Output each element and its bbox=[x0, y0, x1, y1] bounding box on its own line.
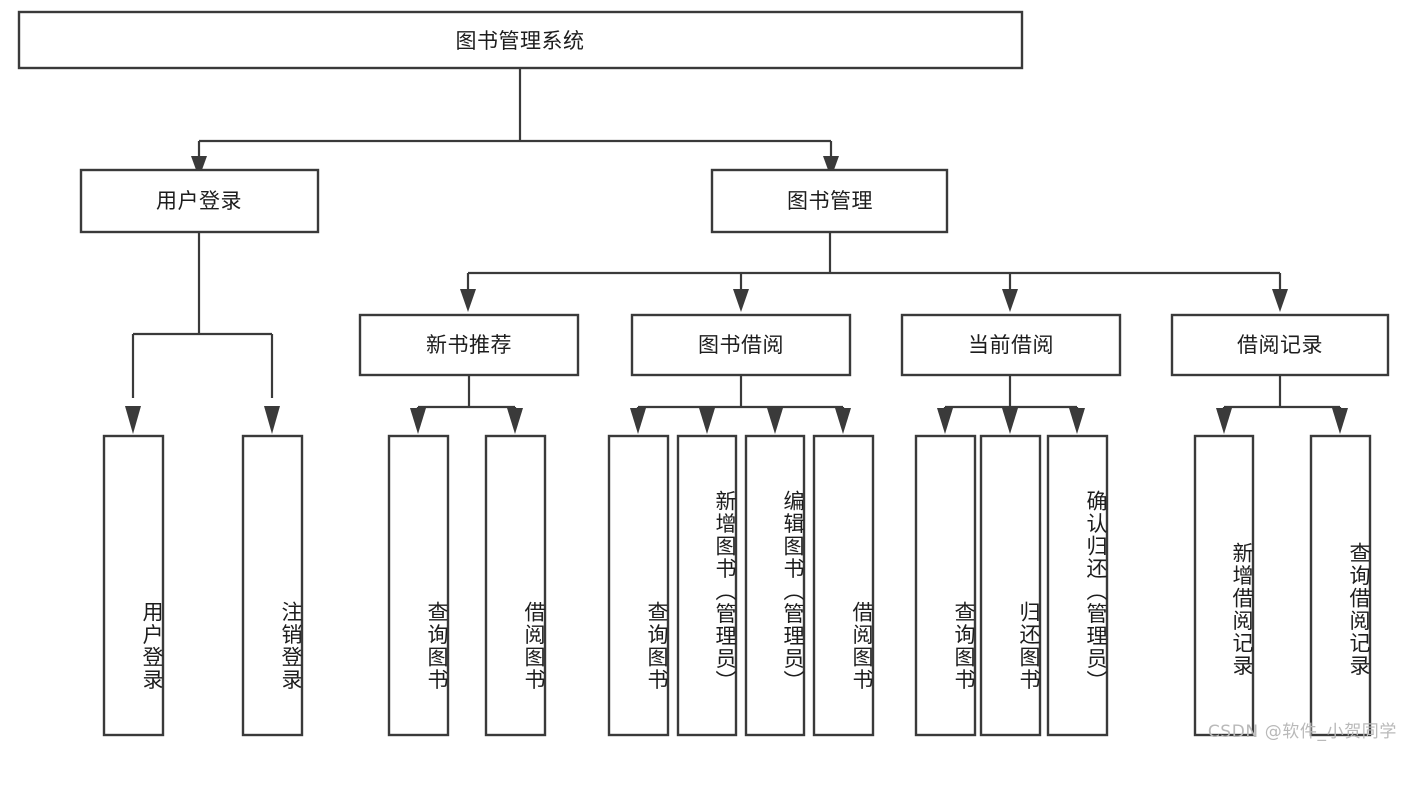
arrow-to-leaf-confirm-return bbox=[1069, 408, 1085, 434]
edge-root-bus bbox=[197, 68, 833, 163]
arrow-to-leaf-borrow-book-2 bbox=[835, 408, 851, 434]
leaf-borrow-book-1-box[interactable] bbox=[484, 434, 547, 737]
arrow-to-leaf-borrow-book-1 bbox=[507, 408, 523, 434]
hierarchy-diagram: 图书管理系统 用户登录 图书管理 新书推荐 图书借阅 当前借阅 借阅记录 bbox=[17, 10, 1390, 737]
arrow-to-borrow-record bbox=[1272, 289, 1288, 312]
leaf-user-login-box[interactable] bbox=[102, 434, 165, 737]
connector-layer bbox=[125, 68, 1348, 434]
edge-borrow-record-bus bbox=[1222, 375, 1342, 412]
arrow-to-book-borrow bbox=[733, 289, 749, 312]
arrow-to-leaf-return-book bbox=[1002, 408, 1018, 434]
edge-user-login-bus bbox=[131, 232, 274, 398]
node-layer: 图书管理系统 用户登录 图书管理 新书推荐 图书借阅 当前借阅 借阅记录 bbox=[17, 10, 1390, 737]
arrow-to-leaf-add-record bbox=[1216, 408, 1232, 434]
edge-current-borrow-bus bbox=[943, 375, 1079, 412]
node-borrow-record-box[interactable] bbox=[1170, 313, 1390, 377]
leaf-edit-book-box[interactable] bbox=[744, 434, 806, 737]
node-new-book-recommend-label: 新书推荐 bbox=[426, 333, 512, 357]
csdn-watermark: CSDN @软件_小贺同学 bbox=[1207, 722, 1397, 742]
leaf-borrow-book-2-box[interactable] bbox=[812, 434, 875, 737]
leaf-query-book-3-box[interactable] bbox=[914, 434, 977, 737]
node-borrow-record-label: 借阅记录 bbox=[1237, 333, 1323, 357]
node-user-login-box[interactable] bbox=[79, 168, 320, 234]
arrow-to-leaf-query-book-2 bbox=[630, 408, 646, 434]
node-root-box[interactable] bbox=[17, 10, 1024, 70]
leaf-add-book-box[interactable] bbox=[676, 434, 738, 737]
node-book-borrow-box[interactable] bbox=[630, 313, 852, 377]
leaf-query-book-1-box[interactable] bbox=[387, 434, 450, 737]
leaf-return-book-box[interactable] bbox=[979, 434, 1042, 737]
node-current-borrow-box[interactable] bbox=[900, 313, 1122, 377]
arrow-to-leaf-user-login bbox=[125, 406, 141, 434]
arrow-to-book-manage bbox=[823, 156, 839, 178]
arrow-to-user-login bbox=[191, 156, 207, 178]
node-root-label: 图书管理系统 bbox=[456, 29, 585, 53]
leaf-query-record-box[interactable] bbox=[1309, 434, 1372, 737]
node-book-manage-box[interactable] bbox=[710, 168, 949, 234]
node-book-manage-label: 图书管理 bbox=[787, 189, 873, 213]
edge-book-manage-bus bbox=[466, 232, 1282, 295]
node-user-login-label: 用户登录 bbox=[156, 189, 242, 213]
leaf-add-record-box[interactable] bbox=[1193, 434, 1255, 737]
arrow-to-leaf-query-book-3 bbox=[937, 408, 953, 434]
leaf-query-book-2-box[interactable] bbox=[607, 434, 670, 737]
arrow-to-leaf-edit-book bbox=[767, 408, 783, 434]
arrow-to-leaf-logout bbox=[264, 406, 280, 434]
arrow-to-current-borrow bbox=[1002, 289, 1018, 312]
diagram-canvas-root: 图书管理系统 用户登录 图书管理 新书推荐 图书借阅 当前借阅 借阅记录 bbox=[17, 10, 1397, 742]
arrow-to-leaf-query-record bbox=[1332, 408, 1348, 434]
edge-book-borrow-bus bbox=[636, 375, 845, 412]
arrow-to-leaf-query-book-1 bbox=[410, 408, 426, 434]
leaf-logout-box[interactable] bbox=[241, 434, 304, 737]
arrow-to-leaf-add-book bbox=[699, 408, 715, 434]
arrow-to-new-book-recommend bbox=[460, 289, 476, 312]
leaf-confirm-return-box[interactable] bbox=[1046, 434, 1109, 737]
node-book-borrow-label: 图书借阅 bbox=[698, 333, 784, 357]
node-current-borrow-label: 当前借阅 bbox=[968, 333, 1054, 357]
edge-new-book-bus bbox=[416, 375, 517, 412]
node-new-book-recommend-box[interactable] bbox=[358, 313, 580, 377]
